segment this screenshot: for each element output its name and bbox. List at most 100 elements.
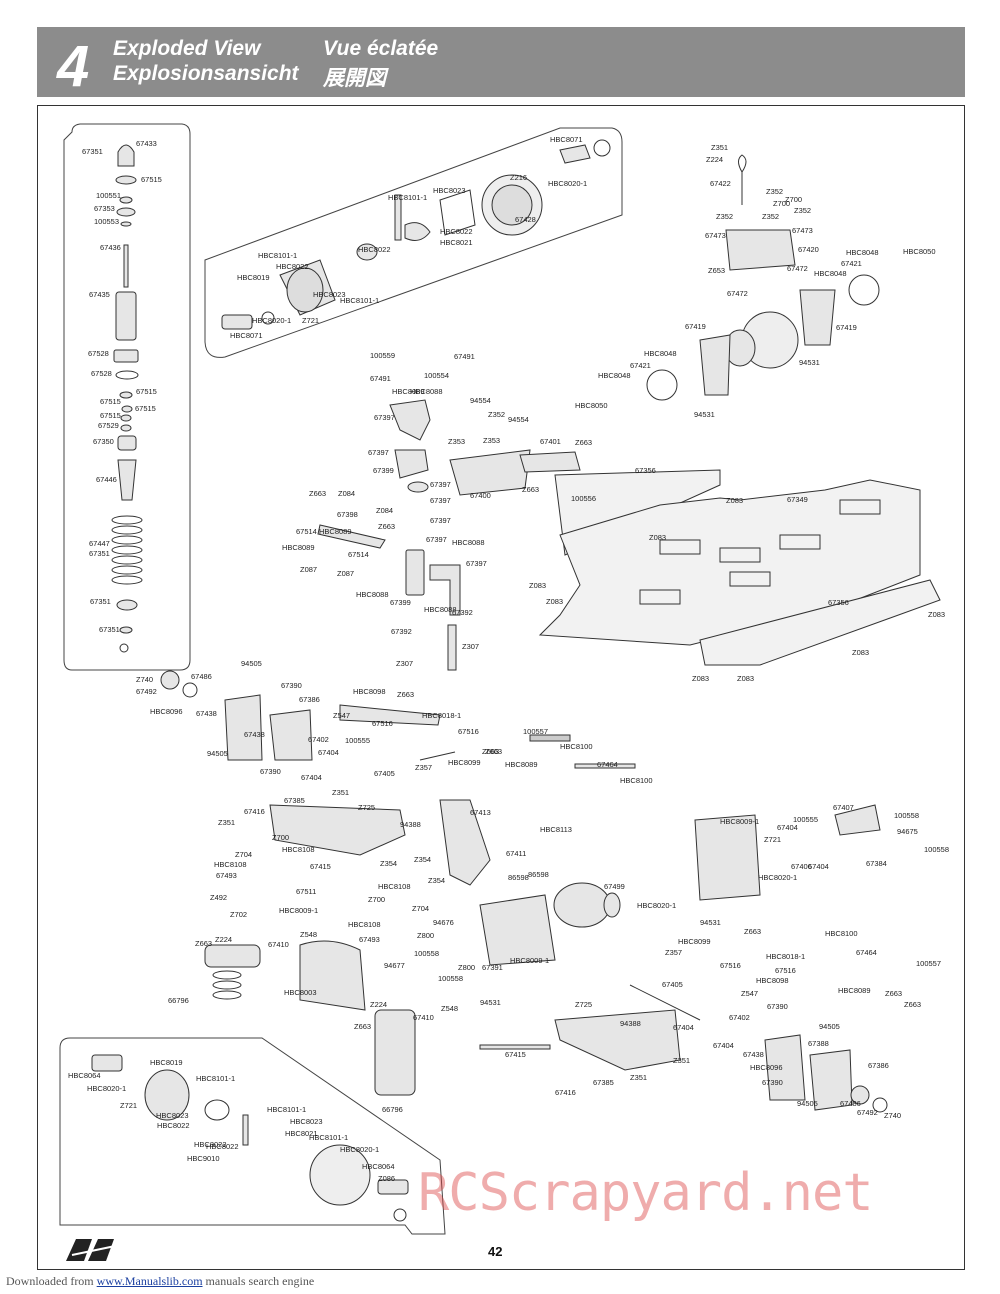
part-label: 67402	[308, 735, 329, 744]
part-label: Z492	[210, 893, 227, 902]
part-label: 67515	[136, 387, 157, 396]
part-label: Z700	[773, 199, 790, 208]
part-label: HBC8022	[358, 245, 391, 254]
part-label: HBC8101-1	[196, 1074, 235, 1083]
part-label: 67421	[630, 361, 651, 370]
part-label: Z721	[302, 316, 319, 325]
part-label: 67491	[454, 352, 475, 361]
part-label: Z740	[884, 1111, 901, 1120]
part-label: 67515	[135, 404, 156, 413]
part-label: 100556	[571, 494, 596, 503]
part-label: 67529	[98, 421, 119, 430]
part-label: 67351	[82, 147, 103, 156]
part-label: HBC8009-1	[279, 906, 318, 915]
part-label: 100551	[96, 191, 121, 200]
part-label: Z352	[716, 212, 733, 221]
front-diff-group-outline	[204, 127, 623, 358]
part-label: 67353	[94, 204, 115, 213]
part-label: HBC8101-1	[258, 251, 297, 260]
part-label: Z663	[744, 927, 761, 936]
part-label: Z087	[300, 565, 317, 574]
part-label: HBC8020-1	[340, 1145, 379, 1154]
part-label: Z216	[510, 173, 527, 182]
part-label: 67446	[96, 475, 117, 484]
part-label: 67413	[470, 808, 491, 817]
part-label: Z224	[706, 155, 723, 164]
part-label: 94531	[694, 410, 715, 419]
part-label: Z351	[218, 818, 235, 827]
part-label: HBC8089	[838, 986, 871, 995]
part-label: HBC8019	[150, 1058, 183, 1067]
part-label: HBC8023	[433, 186, 466, 195]
rear-arm-drawing	[479, 984, 888, 1113]
part-label: 67528	[91, 369, 112, 378]
part-label: 67351	[90, 597, 111, 606]
title-japanese: 展開図	[323, 67, 386, 90]
part-label: Z725	[358, 803, 375, 812]
part-label: HBC8018-1	[766, 952, 805, 961]
title-german: Explosionsansicht	[113, 62, 299, 85]
part-label: HBC8020-1	[637, 901, 676, 910]
part-label: 94531	[799, 358, 820, 367]
part-label: Z663	[904, 1000, 921, 1009]
part-label: HBC8100	[620, 776, 653, 785]
part-label: HBC8023	[313, 290, 346, 299]
part-label: HBC8071	[230, 331, 263, 340]
part-label: 67464	[597, 760, 618, 769]
part-label: Z704	[235, 850, 252, 859]
shock-assembly-drawing	[111, 144, 143, 653]
part-label: 67404	[318, 748, 339, 757]
part-label: 67491	[370, 374, 391, 383]
part-label: Z702	[230, 910, 247, 919]
part-label: 94505	[819, 1022, 840, 1031]
part-label: Z548	[441, 1004, 458, 1013]
part-label: 67392	[452, 608, 473, 617]
part-label: HBC8009-1	[510, 956, 549, 965]
part-label: HBC8098	[353, 687, 386, 696]
part-label: Z800	[417, 931, 434, 940]
part-label: 67410	[268, 940, 289, 949]
part-label: 67486	[840, 1099, 861, 1108]
rear-diff-drawing	[91, 1054, 409, 1222]
part-label: 67493	[359, 935, 380, 944]
part-label: HBC8100	[825, 929, 858, 938]
part-label: HBC8050	[903, 247, 936, 256]
part-label: 67493	[216, 871, 237, 880]
part-label: 100558	[438, 974, 463, 983]
page-number: 42	[488, 1244, 503, 1259]
part-label: Z663	[378, 522, 395, 531]
part-label: 94531	[700, 918, 721, 927]
front-diff-drawing	[221, 139, 611, 330]
manualslib-link[interactable]: www.Manualslib.com	[96, 1274, 203, 1288]
part-label: 67514	[296, 527, 317, 536]
part-label: 67464	[856, 948, 877, 957]
part-label: HBC8089	[282, 543, 315, 552]
part-label: HBC8021	[440, 238, 473, 247]
part-label: HBC8088	[452, 538, 485, 547]
part-label: Z083	[546, 597, 563, 606]
part-label: 67405	[662, 980, 683, 989]
steering-drawing	[317, 399, 581, 671]
part-label: HBC8022	[194, 1140, 227, 1149]
part-label: Z547	[741, 989, 758, 998]
part-label: Z663	[482, 747, 499, 756]
part-label: 67492	[136, 687, 157, 696]
part-label: 67436	[100, 243, 121, 252]
part-label: HBC8064	[68, 1071, 101, 1080]
part-label: HBC8048	[814, 269, 847, 278]
part-label: 67397	[430, 496, 451, 505]
part-label: HBC8021	[285, 1129, 318, 1138]
part-label: 94505	[207, 749, 228, 758]
part-label: HBC8101-1	[388, 193, 427, 202]
center-diff-drawing	[646, 154, 880, 401]
part-label: Z357	[665, 948, 682, 957]
part-label: HBC8088	[424, 605, 457, 614]
part-label: 67404	[777, 823, 798, 832]
part-label: 67404	[673, 1023, 694, 1032]
part-label: 100555	[793, 815, 818, 824]
part-label: HBC8099	[678, 937, 711, 946]
part-label: Z307	[396, 659, 413, 668]
part-label: Z353	[483, 436, 500, 445]
part-label: HBC8003	[284, 988, 317, 997]
part-label: HBC8099	[448, 758, 481, 767]
